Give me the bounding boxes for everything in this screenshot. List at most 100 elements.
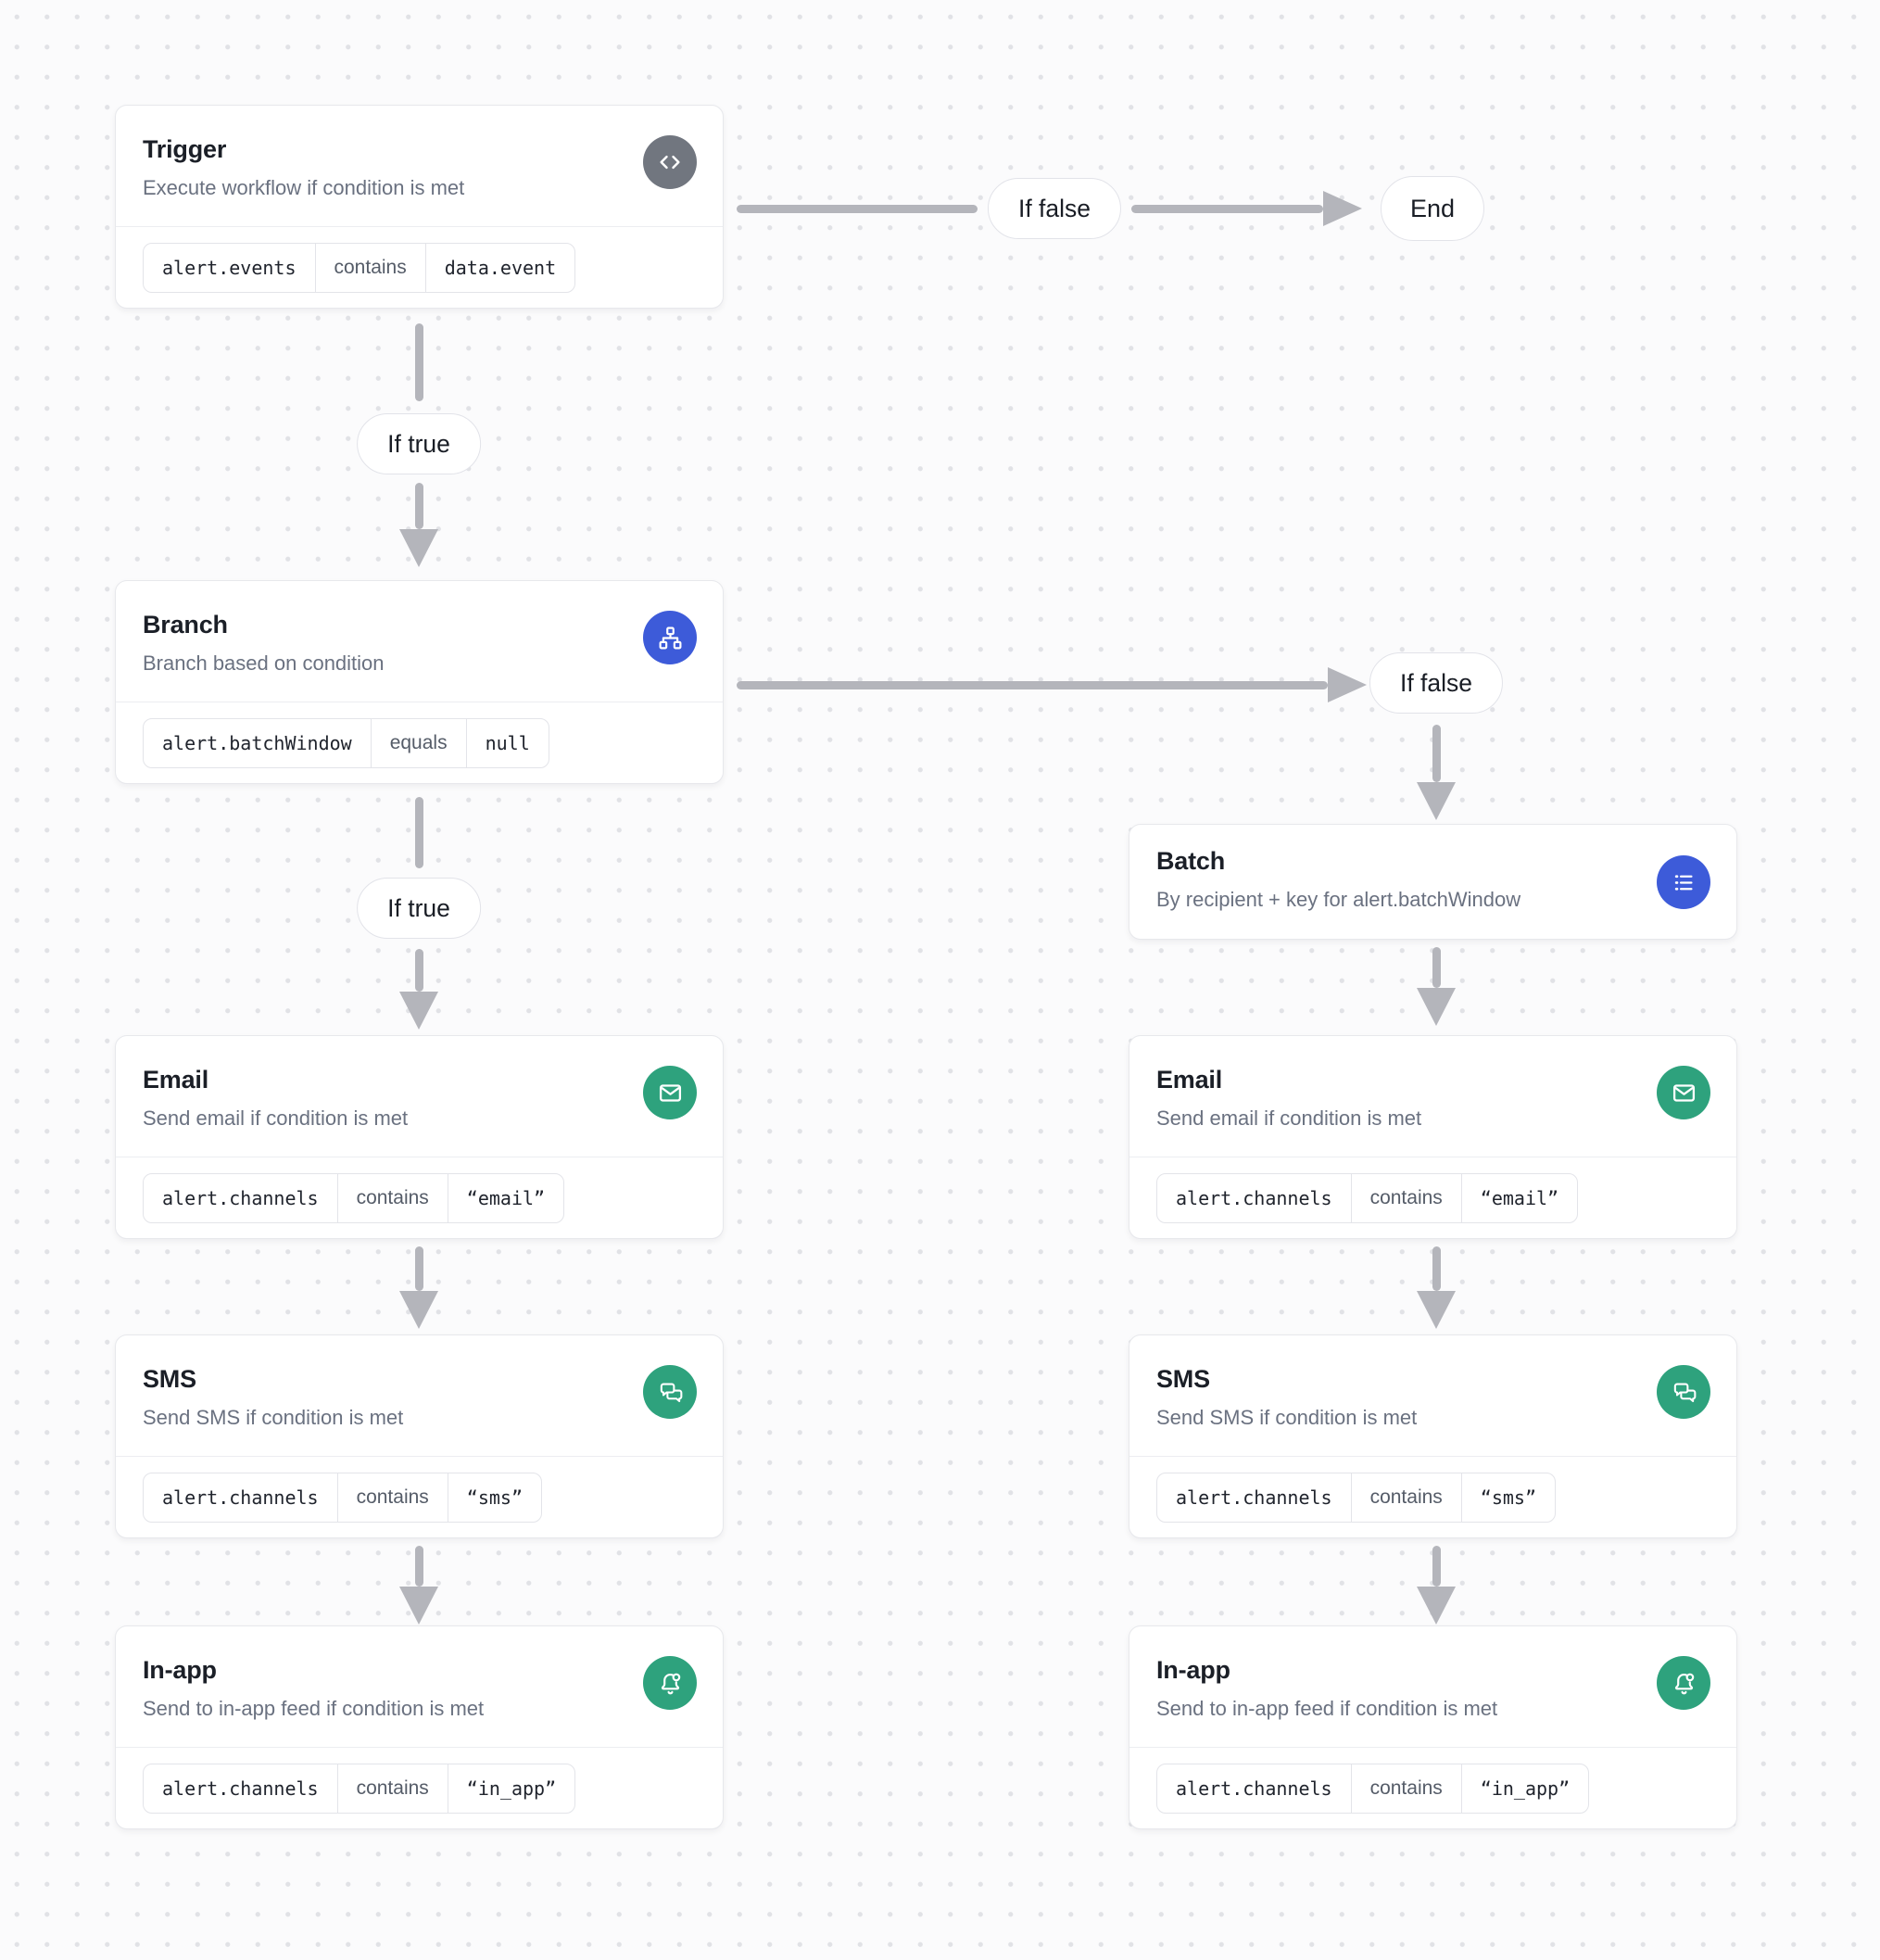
arrowhead-down-icon [399, 992, 438, 1030]
condition-operator: contains [1350, 1764, 1461, 1813]
node-title: Batch [1156, 847, 1226, 875]
edge-label-if-false: If false [1369, 652, 1504, 714]
condition-operator: contains [314, 243, 425, 292]
edge-label-text: If false [1017, 194, 1091, 222]
arrowhead-down-icon [399, 1587, 438, 1625]
node-in-app[interactable]: In-app Send to in-app feed if condition … [115, 1625, 724, 1829]
edge-sms-inapp [414, 1546, 423, 1587]
edge-iftrue-email [414, 949, 423, 992]
email-icon [1657, 1066, 1710, 1119]
condition-operator: equals [370, 718, 466, 767]
node-subtitle: Send email if condition is met [143, 1106, 409, 1131]
condition-value: “in_app” [447, 1764, 574, 1813]
node-condition-row: alert.events contains data.event [116, 226, 723, 308]
condition-value: “in_app” [1460, 1764, 1588, 1813]
sms-icon [1657, 1365, 1710, 1419]
condition-field: alert.events [162, 256, 297, 279]
node-subtitle: Send to in-app feed if condition is met [1156, 1697, 1498, 1721]
node-sms[interactable]: SMS Send SMS if condition is met alert.c… [115, 1334, 724, 1538]
node-header: Trigger Execute workflow if condition is… [116, 106, 723, 202]
bell-icon [643, 1656, 697, 1710]
node-subtitle: Send email if condition is met [1156, 1106, 1422, 1131]
node-header: Batch By recipient + key for alert.batch… [1129, 825, 1736, 914]
condition-field: alert.channels [162, 1486, 319, 1509]
node-title: Email [143, 1066, 209, 1094]
code-icon [643, 135, 697, 189]
node-condition-row: alert.channels contains “email” [1129, 1157, 1736, 1238]
condition-operator: contains [336, 1764, 448, 1813]
condition-pill: alert.channels contains “sms” [143, 1472, 543, 1523]
arrowhead-right-icon [1328, 667, 1367, 702]
node-condition-row: alert.channels contains “sms” [116, 1456, 723, 1537]
node-header: Branch Branch based on condition [116, 581, 723, 677]
arrowhead-down-icon [1417, 988, 1456, 1026]
node-title: Trigger [143, 135, 227, 163]
condition-value: data.event [424, 243, 574, 292]
sms-icon [643, 1365, 697, 1419]
arrowhead-right-icon [1323, 191, 1362, 226]
arrowhead-down-icon [1417, 1587, 1456, 1625]
edge-label-text: If false [1399, 668, 1473, 697]
node-subtitle: Branch based on condition [143, 651, 385, 676]
edge-label-if-true: If true [357, 878, 481, 939]
node-header: SMS Send SMS if condition is met [1129, 1335, 1736, 1432]
end-node[interactable]: End [1380, 176, 1485, 241]
node-header: In-app Send to in-app feed if condition … [1129, 1626, 1736, 1723]
branch-icon [643, 611, 697, 664]
arrowhead-down-icon [399, 1291, 438, 1329]
condition-operator: contains [336, 1473, 448, 1522]
node-branch[interactable]: Branch Branch based on condition alert.b… [115, 580, 724, 784]
condition-pill: alert.batchWindow equals null [143, 717, 549, 768]
condition-value: null [465, 718, 549, 767]
node-condition-row: alert.channels contains “in_app” [116, 1747, 723, 1828]
condition-field: alert.channels [162, 1186, 319, 1209]
condition-operator: contains [1350, 1473, 1461, 1522]
condition-field: alert.channels [1176, 1186, 1332, 1209]
email-icon [643, 1066, 697, 1119]
node-email[interactable]: Email Send email if condition is met ale… [115, 1035, 724, 1239]
node-batch[interactable]: Batch By recipient + key for alert.batch… [1129, 824, 1737, 940]
edge-label-text: If true [387, 893, 450, 922]
arrowhead-down-icon [1417, 782, 1456, 820]
edge-iftrue-branch [414, 483, 423, 529]
edge-email-sms [414, 1246, 423, 1291]
edge-iffalse-end [1131, 204, 1323, 213]
node-title: Branch [143, 611, 228, 639]
edge-email-sms [1432, 1246, 1441, 1291]
edge-sms-inapp [1432, 1546, 1441, 1587]
edge-label-if-true: If true [357, 413, 481, 474]
edge-label-if-false: If false [987, 178, 1122, 239]
node-title: SMS [143, 1365, 196, 1393]
condition-pill: alert.channels contains “in_app” [143, 1763, 576, 1814]
node-in-app[interactable]: In-app Send to in-app feed if condition … [1129, 1625, 1737, 1829]
node-trigger[interactable]: Trigger Execute workflow if condition is… [115, 105, 724, 309]
arrowhead-down-icon [399, 529, 438, 567]
node-condition-row: alert.channels contains “email” [116, 1157, 723, 1238]
node-header: In-app Send to in-app feed if condition … [116, 1626, 723, 1723]
condition-field: alert.batchWindow [162, 731, 352, 754]
node-title: SMS [1156, 1365, 1210, 1393]
node-header: Email Send email if condition is met [1129, 1036, 1736, 1132]
node-subtitle: Execute workflow if condition is met [143, 176, 465, 200]
condition-pill: alert.channels contains “in_app” [1156, 1763, 1590, 1814]
edge-trigger-iftrue [414, 323, 423, 401]
node-header: SMS Send SMS if condition is met [116, 1335, 723, 1432]
node-email[interactable]: Email Send email if condition is met ale… [1129, 1035, 1737, 1239]
edge-label-text: If true [387, 429, 450, 458]
list-icon [1657, 855, 1710, 909]
node-sms[interactable]: SMS Send SMS if condition is met alert.c… [1129, 1334, 1737, 1538]
node-condition-row: alert.batchWindow equals null [116, 702, 723, 783]
node-title: Email [1156, 1066, 1223, 1094]
edge-branch-iffalse [737, 680, 1328, 689]
arrowhead-down-icon [1417, 1291, 1456, 1329]
edge-batch-email [1432, 947, 1441, 988]
node-condition-row: alert.channels contains “in_app” [1129, 1747, 1736, 1828]
condition-value: “email” [447, 1173, 563, 1222]
edge-trigger-iffalse [737, 204, 978, 213]
node-title: In-app [143, 1656, 217, 1684]
node-subtitle: Send to in-app feed if condition is met [143, 1697, 485, 1721]
end-label: End [1409, 194, 1456, 222]
node-header: Email Send email if condition is met [116, 1036, 723, 1132]
condition-field: alert.channels [162, 1777, 319, 1800]
condition-pill: alert.channels contains “email” [143, 1172, 565, 1223]
